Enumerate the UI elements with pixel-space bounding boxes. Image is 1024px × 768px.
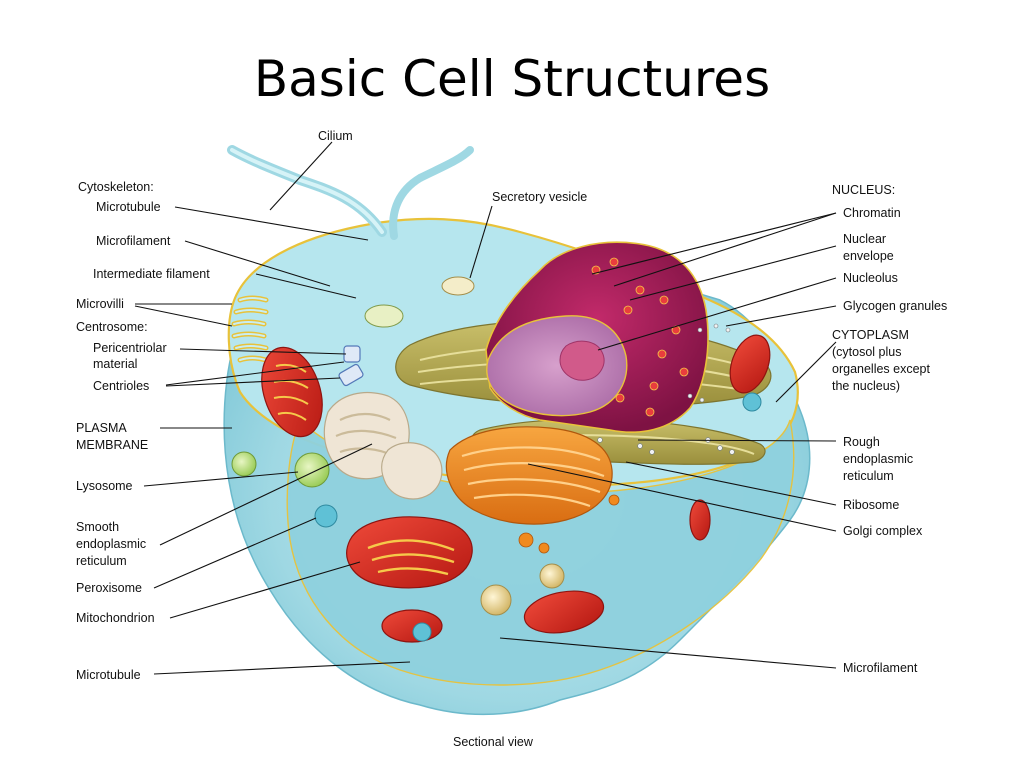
label-chromatin: Chromatin	[843, 206, 901, 220]
label-centrioles: Centrioles	[93, 379, 149, 393]
nuclear-pores	[591, 257, 689, 417]
smooth-er	[323, 391, 443, 500]
label-rough-er-2: endoplasmic	[843, 452, 913, 466]
label-microfilament-bottom: Microfilament	[843, 661, 918, 675]
label-golgi-complex: Golgi complex	[843, 524, 923, 538]
label-microtubule-top: Microtubule	[96, 200, 161, 214]
label-plasma-2: MEMBRANE	[76, 438, 148, 452]
label-plasma-1: PLASMA	[76, 421, 127, 435]
label-cytoplasm-1: CYTOPLASM	[832, 328, 909, 342]
label-cytoplasm-3: organelles except	[832, 362, 931, 376]
slide-title: Basic Cell Structures	[253, 50, 771, 108]
labels-left: Cilium Cytoskeleton: Microtubule Microfi…	[76, 129, 353, 682]
label-pericentriolar-2: material	[93, 357, 137, 371]
lysosome	[294, 452, 330, 488]
label-lysosome: Lysosome	[76, 479, 133, 493]
secretory-vesicles	[364, 276, 475, 328]
label-microvilli: Microvilli	[76, 297, 124, 311]
nucleolus	[559, 340, 605, 381]
label-pericentriolar-1: Pericentriolar	[93, 341, 167, 355]
label-nucleolus: Nucleolus	[843, 271, 898, 285]
label-centrosome: Centrosome:	[76, 320, 148, 334]
label-ribosome: Ribosome	[843, 498, 899, 512]
label-rough-er-1: Rough	[843, 435, 880, 449]
label-smooth-er-1: Smooth	[76, 520, 119, 534]
label-smooth-er-2: endoplasmic	[76, 537, 146, 551]
centrioles	[338, 345, 364, 387]
label-cytoplasm-4: the nucleus)	[832, 379, 900, 393]
mitochondrion-right-top	[729, 334, 771, 394]
mitochondrion-bottom-right	[523, 590, 605, 634]
label-nuclear-envelope-1: Nuclear	[843, 232, 886, 246]
golgi-complex	[445, 426, 620, 554]
label-peroxisome: Peroxisome	[76, 581, 142, 595]
mitochondrion-center	[346, 516, 473, 589]
label-glycogen-granules: Glycogen granules	[843, 299, 947, 313]
ribosome-dots	[597, 323, 735, 455]
cytoplasm-granules	[231, 392, 762, 642]
label-cytoplasm-2: (cytosol plus	[832, 345, 901, 359]
cilium	[227, 145, 474, 240]
caption-sectional-view: Sectional view	[453, 735, 534, 749]
label-cilium: Cilium	[318, 129, 353, 143]
label-nuclear-envelope-2: envelope	[843, 249, 894, 263]
label-microtubule-bottom: Microtubule	[76, 668, 141, 682]
label-rough-er-3: reticulum	[843, 469, 894, 483]
peroxisome	[314, 504, 338, 528]
label-mitochondrion: Mitochondrion	[76, 611, 155, 625]
leader-lines	[134, 141, 837, 675]
nucleus	[485, 241, 709, 433]
label-secretory-vesicle: Secretory vesicle	[492, 190, 587, 204]
microvilli	[231, 295, 269, 363]
label-microfilament-top: Microfilament	[96, 234, 171, 248]
label-cytoskeleton: Cytoskeleton:	[78, 180, 154, 194]
label-intermediate-filament: Intermediate filament	[93, 267, 210, 281]
labels-right: Secretory vesicle NUCLEUS: Chromatin Nuc…	[492, 183, 947, 675]
mitochondria	[261, 334, 771, 643]
mitochondrion-bottom-left	[381, 609, 443, 643]
mitochondrion-left	[261, 346, 323, 438]
nucleoplasm	[486, 315, 628, 417]
label-nucleus: NUCLEUS:	[832, 183, 895, 197]
label-smooth-er-3: reticulum	[76, 554, 127, 568]
mitochondrion-right-lower	[689, 499, 711, 541]
